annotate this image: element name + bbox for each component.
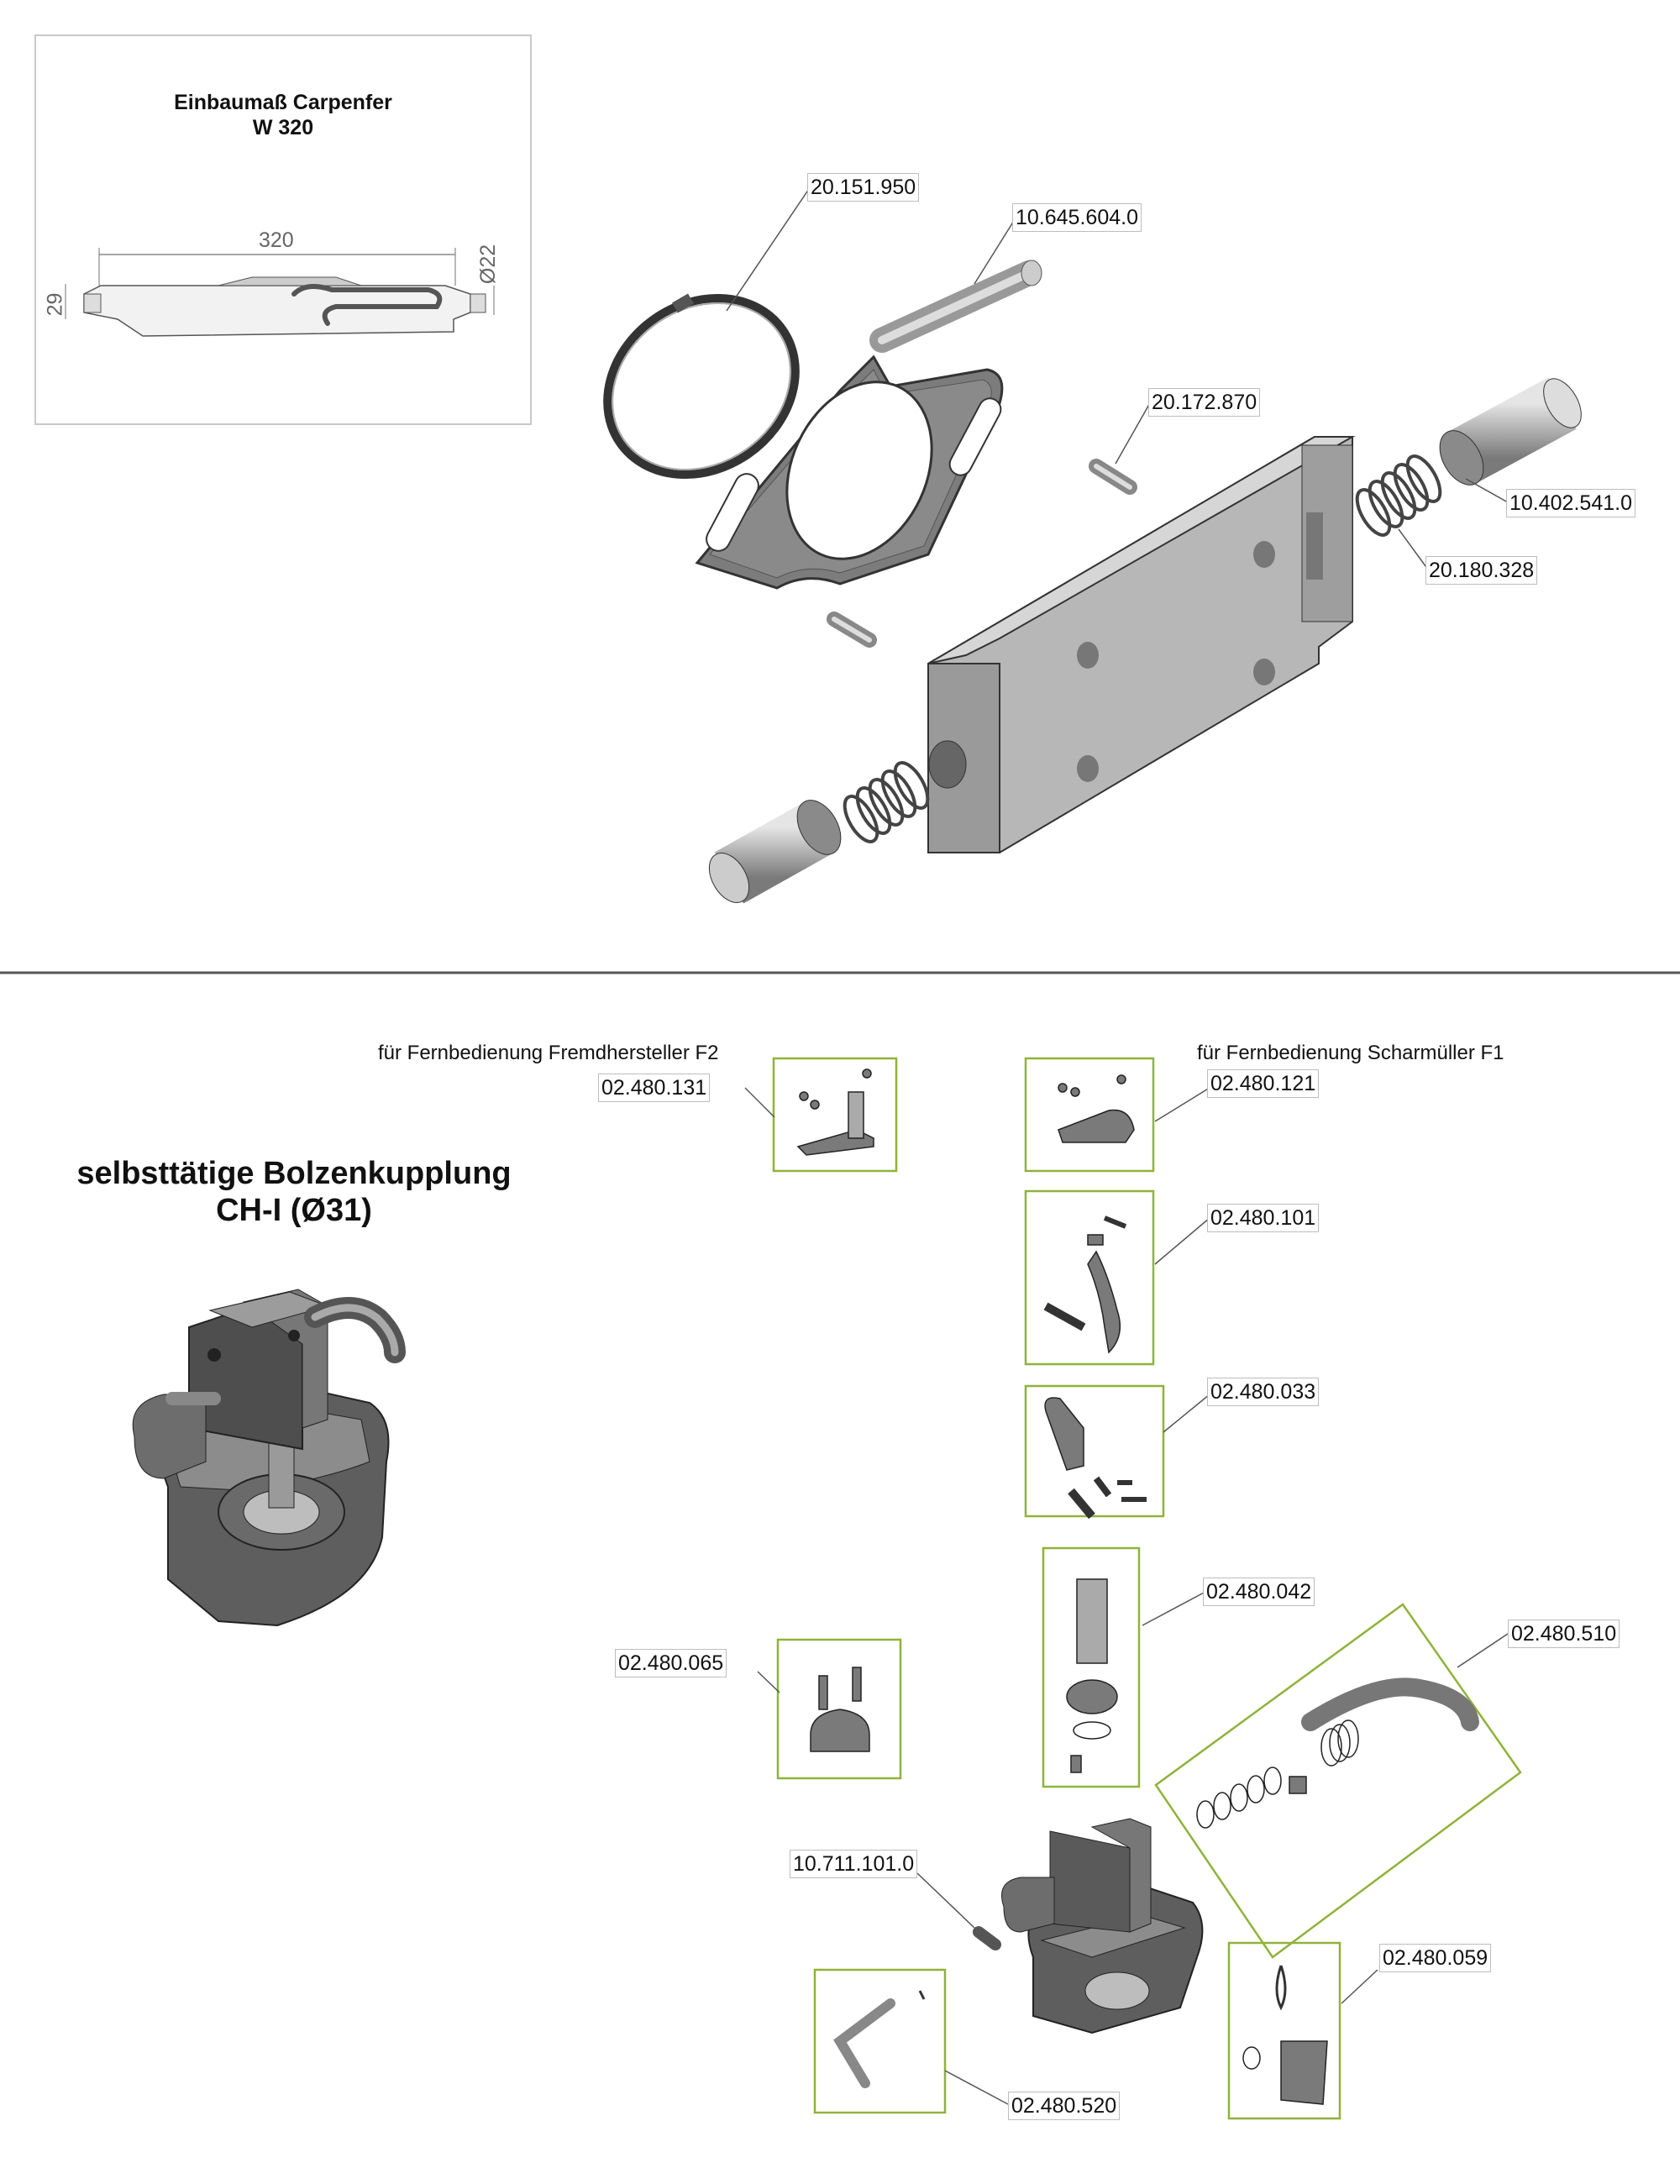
snap-ring-part [603,293,800,480]
part-label-02-480-059: 02.480.059 [1379,1944,1492,1972]
bolt-part [708,800,842,904]
bottom-leader-lines [744,1087,1509,2105]
part-label-10-711-101-0: 10.711.101.0 [790,1850,918,1878]
inset-dim-diameter: Ø22 [476,244,501,285]
top-leader-lines [726,186,1509,570]
inset-coupling-drawing [65,248,495,337]
part-label-02-480-520: 02.480.520 [1008,2092,1121,2120]
part-label-02-480-065: 02.480.065 [615,1649,727,1677]
pin-part [827,459,1137,648]
coupling-title-line1: selbsttätige Bolzenkupplung [76,1156,512,1191]
bolt-part [1439,377,1582,486]
spring-part [1355,454,1442,537]
part-label-10-402-541-0: 10.402.541.0 [1506,489,1635,517]
part-label-20-172-870: 20.172.870 [1148,388,1261,417]
part-label-20-180-328: 20.180.328 [1425,556,1538,585]
inset-dim-length: 320 [259,228,294,252]
part-label-20-151-950: 20.151.950 [807,173,920,202]
note-remote-f1: für Fernbedienung Scharmüller F1 [1197,1042,1504,1064]
part-label-02-480-131: 02.480.131 [598,1074,711,1102]
part-label-10-645-604-0: 10.645.604.0 [1012,203,1142,232]
inset-title: Einbaumaß Carpenfer [174,91,392,114]
kit-part-render [796,1068,1479,2105]
coupling-assembly-render [132,1289,406,1627]
coupling-title-line2: CH-I (Ø31) [216,1193,372,1228]
coupling-base-render [973,1818,1204,2034]
kit-box [772,1057,1522,2120]
part-label-02-480-033: 02.480.033 [1207,1378,1320,1406]
main-block-part [927,436,1356,853]
inset-frame [34,34,532,425]
part-label-02-480-510: 02.480.510 [1508,1620,1620,1648]
spring-part [843,761,930,843]
handle-rod-part [869,260,1042,353]
flange-plate-part [695,354,1004,590]
part-label-02-480-121: 02.480.121 [1207,1069,1320,1098]
note-remote-f2: für Fernbedienung Fremdhersteller F2 [378,1042,719,1064]
inset-subtitle: W 320 [252,116,314,139]
part-label-02-480-101: 02.480.101 [1207,1204,1320,1232]
inset-dim-height: 29 [43,292,67,317]
part-label-02-480-042: 02.480.042 [1203,1578,1315,1606]
